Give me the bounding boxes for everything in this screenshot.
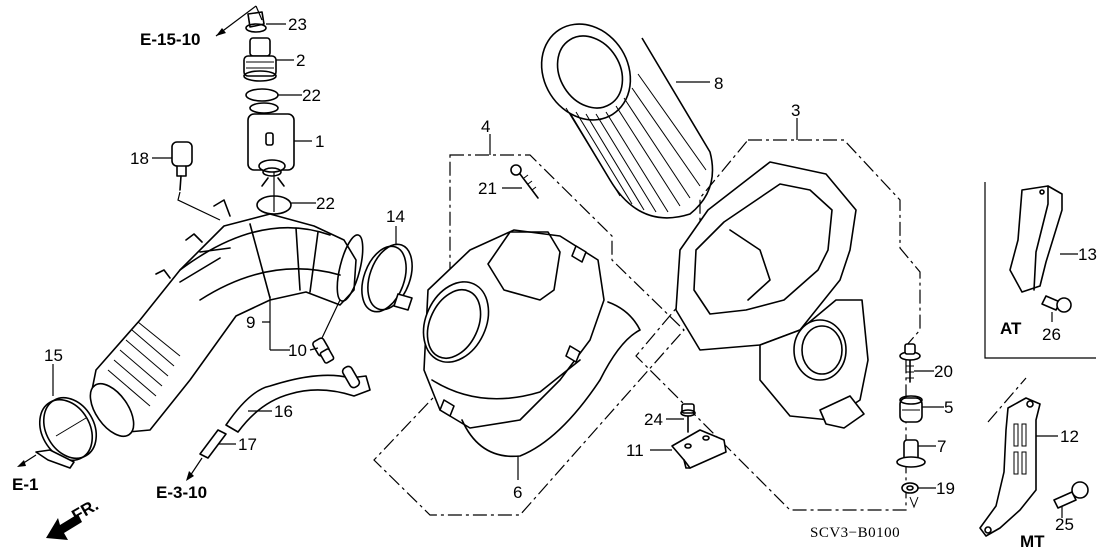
callout-25[interactable]: 25 bbox=[1055, 515, 1074, 534]
callout-3[interactable]: 3 bbox=[791, 101, 800, 120]
part-15-clamp[interactable] bbox=[29, 388, 107, 469]
callout-12[interactable]: 12 bbox=[1060, 427, 1079, 446]
callout-8[interactable]: 8 bbox=[714, 74, 723, 93]
part-17-tube[interactable] bbox=[199, 429, 227, 459]
callout-4[interactable]: 4 bbox=[481, 117, 490, 136]
callout-14[interactable]: 14 bbox=[386, 207, 405, 226]
callout-15[interactable]: 15 bbox=[44, 346, 63, 365]
callout-13[interactable]: 13 bbox=[1078, 245, 1097, 264]
part-22-oring-upper[interactable] bbox=[245, 88, 279, 102]
part-12-bracket-mt[interactable] bbox=[979, 397, 1041, 537]
callout-24[interactable]: 24 bbox=[644, 410, 663, 429]
part-6-seal[interactable] bbox=[461, 301, 641, 458]
callout-19[interactable]: 19 bbox=[936, 479, 955, 498]
part-18-iat-sensor[interactable] bbox=[171, 141, 193, 191]
part-16-tube[interactable] bbox=[225, 365, 371, 433]
part-25-bolt[interactable] bbox=[1053, 481, 1089, 509]
variant-mt-label: MT bbox=[1020, 532, 1045, 551]
callout-11[interactable]: 11 bbox=[626, 441, 644, 460]
callout-16[interactable]: 16 bbox=[274, 402, 293, 421]
part-1-resonator[interactable] bbox=[247, 102, 295, 177]
part-8-air-filter[interactable] bbox=[524, 7, 714, 219]
callout-9[interactable]: 9 bbox=[246, 313, 255, 332]
callout-5[interactable]: 5 bbox=[944, 398, 953, 417]
callout-23[interactable]: 23 bbox=[288, 15, 307, 34]
part-5-grommet[interactable] bbox=[899, 395, 923, 423]
variant-at-label: AT bbox=[1000, 319, 1022, 338]
front-direction-indicator: FR. bbox=[46, 495, 102, 540]
filter-pleats bbox=[565, 73, 707, 213]
part-24-bolt[interactable] bbox=[680, 403, 696, 433]
part-19-nut[interactable] bbox=[901, 482, 919, 509]
part-2-sensor[interactable] bbox=[243, 37, 277, 82]
ref-e15-label[interactable]: E-15-10 bbox=[140, 30, 200, 49]
part-13-bracket-at[interactable] bbox=[1009, 185, 1063, 293]
callout-20[interactable]: 20 bbox=[934, 362, 953, 381]
callout-22-upper[interactable]: 22 bbox=[302, 86, 321, 105]
mt-attach-line bbox=[987, 377, 1027, 423]
callout-1[interactable]: 1 bbox=[315, 132, 324, 151]
part-23-clip[interactable] bbox=[245, 11, 267, 33]
ref-e3-label[interactable]: E-3-10 bbox=[156, 483, 207, 502]
part-9-intake-duct[interactable] bbox=[82, 199, 368, 444]
callout-22-lower[interactable]: 22 bbox=[316, 194, 335, 213]
at-variant-box bbox=[984, 182, 1096, 359]
callout-7[interactable]: 7 bbox=[937, 437, 946, 456]
group-4-outline bbox=[373, 154, 685, 516]
front-arrow-icon bbox=[46, 514, 82, 540]
part-10-joint[interactable] bbox=[312, 337, 335, 364]
diagram-code: SCV3−B0100 bbox=[810, 525, 900, 541]
part-4-lower-housing[interactable] bbox=[411, 229, 605, 429]
part-3-upper-housing[interactable] bbox=[675, 161, 869, 429]
part-14-clamp[interactable] bbox=[354, 238, 421, 318]
part-11-bracket[interactable] bbox=[671, 429, 727, 469]
callout-17[interactable]: 17 bbox=[238, 435, 257, 454]
part-7-collar[interactable] bbox=[896, 439, 926, 468]
ref-e1-label[interactable]: E-1 bbox=[12, 475, 38, 494]
callout-26[interactable]: 26 bbox=[1042, 325, 1061, 344]
callout-21[interactable]: 21 bbox=[478, 179, 497, 198]
callout-18[interactable]: 18 bbox=[130, 149, 149, 168]
callout-2[interactable]: 2 bbox=[296, 51, 305, 70]
part-26-bolt[interactable] bbox=[1041, 295, 1072, 313]
callout-6[interactable]: 6 bbox=[513, 483, 522, 502]
part-20-bolt[interactable] bbox=[899, 343, 921, 383]
callout-10[interactable]: 10 bbox=[288, 341, 307, 360]
duct-bellows bbox=[107, 321, 181, 407]
part-21-bolt[interactable] bbox=[510, 164, 539, 199]
